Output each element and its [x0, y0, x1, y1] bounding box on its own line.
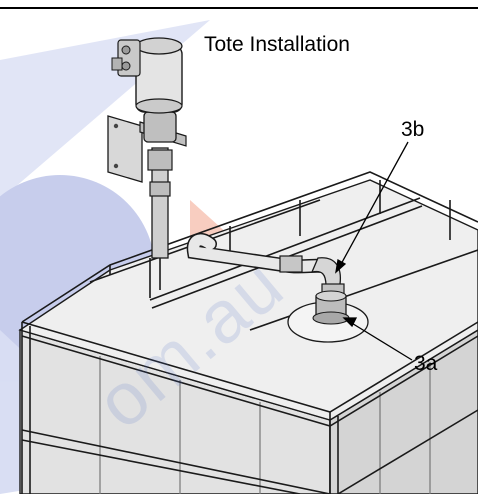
- leader-3b-arrowhead: [335, 258, 347, 274]
- callout-leaders: [335, 141, 413, 361]
- callout-label-3b: 3b: [401, 118, 425, 141]
- leader-3a: [349, 321, 413, 361]
- leader-3b: [339, 141, 409, 267]
- leader-3a-arrowhead: [342, 317, 358, 328]
- pump-assembly: [107, 37, 187, 259]
- bung-adapter: [287, 290, 369, 343]
- callout-label-3a: 3a: [414, 352, 438, 375]
- tote-body: [18, 179, 478, 494]
- diagram-title: Tote Installation: [204, 33, 350, 56]
